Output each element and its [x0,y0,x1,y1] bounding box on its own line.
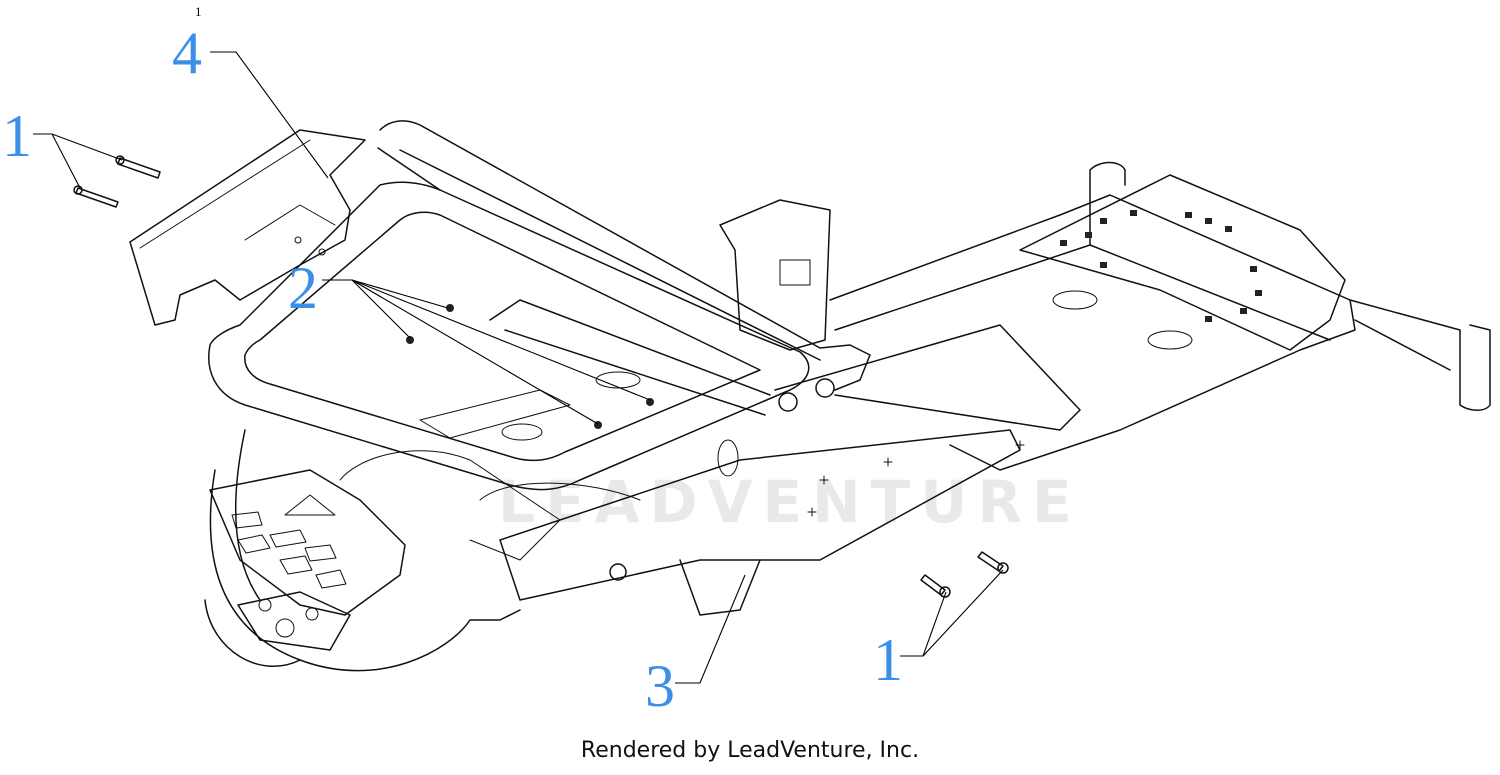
callout-3-bracket: 3 [645,653,675,719]
callout-4-shield: 4 [172,20,202,86]
rear-shield-part [129,129,366,326]
callout-2-nuts: 2 [288,255,318,321]
rendered-by-caption: Rendered by LeadVenture, Inc. [580,738,920,763]
bolt-pair-top [73,155,161,208]
callout-1-bottom-bolts: 1 [873,627,903,693]
callout-1-top-bolts: 1 [2,103,32,169]
index-number: 1 [195,4,202,19]
bolt-pair-bottom [920,551,1009,598]
mower-frame-drawing [204,120,1491,672]
watermark-text: LEADVENTURE [498,468,1082,536]
leader-lines [33,51,1004,684]
